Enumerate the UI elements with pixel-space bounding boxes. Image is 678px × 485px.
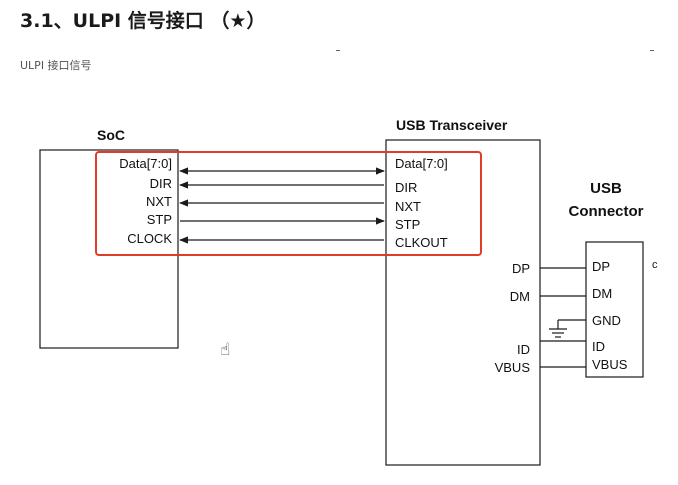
- transceiver-pin-dp: DP: [512, 261, 530, 276]
- soc-title: SoC: [97, 127, 125, 143]
- section-subtitle: ULPI 接口信号: [20, 59, 92, 72]
- edge-mark: c: [652, 259, 658, 271]
- transceiver-pin-data: Data[7:0]: [395, 156, 448, 171]
- connector-title-line2: Connector: [569, 203, 644, 220]
- transceiver-block: [385, 139, 541, 466]
- transceiver-pin-id: ID: [517, 342, 530, 357]
- transceiver-pin-vbus: VBUS: [495, 360, 531, 375]
- divider-mark: [650, 50, 654, 51]
- connector-pin-gnd: GND: [592, 313, 621, 328]
- connector-pin-id: ID: [592, 339, 605, 354]
- transceiver-pin-dm: DM: [510, 289, 530, 304]
- connector-pin-dm: DM: [592, 286, 612, 301]
- hand-cursor-icon: ☝: [220, 340, 231, 360]
- soc-pin-clock: CLOCK: [127, 231, 172, 246]
- transceiver-pin-dir: DIR: [395, 180, 417, 195]
- ground-icon: [549, 319, 586, 338]
- connector-block: [585, 241, 644, 378]
- soc-pin-dir: DIR: [150, 176, 172, 191]
- transceiver-pin-stp: STP: [395, 217, 420, 232]
- soc-pin-nxt: NXT: [146, 194, 172, 209]
- transceiver-pin-nxt: NXT: [395, 199, 421, 214]
- connector-pin-dp: DP: [592, 259, 610, 274]
- soc-pin-stp: STP: [147, 212, 172, 227]
- connector-pin-vbus: VBUS: [592, 357, 628, 372]
- transceiver-title: USB Transceiver: [396, 117, 508, 133]
- transceiver-pin-clkout: CLKOUT: [395, 235, 448, 250]
- soc-pin-data: Data[7:0]: [119, 156, 172, 171]
- connector-title-line1: USB: [590, 180, 622, 197]
- divider-mark: [336, 50, 340, 51]
- section-heading: 3.1、ULPI 信号接口 （★）: [20, 10, 266, 32]
- ulpi-highlight-box: [95, 151, 482, 256]
- soc-block: [39, 149, 179, 349]
